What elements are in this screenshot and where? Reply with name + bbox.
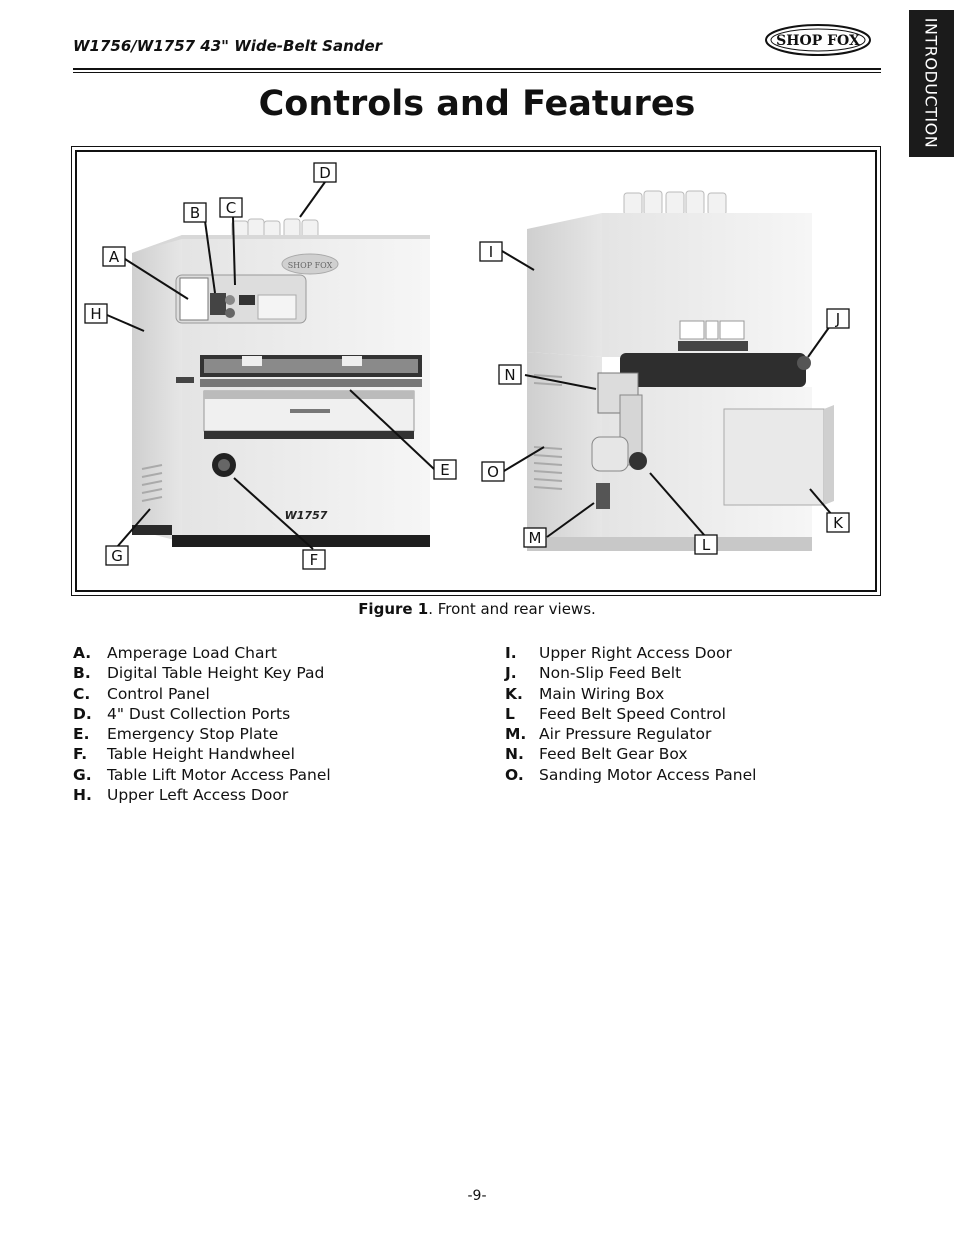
legend-letter: F. bbox=[73, 745, 88, 764]
legend-text: Feed Belt Speed Control bbox=[539, 704, 726, 723]
figure-inner-border bbox=[75, 150, 877, 592]
legend-text: Table Height Handwheel bbox=[107, 745, 295, 764]
svg-text:I: I bbox=[489, 243, 493, 261]
svg-text:SHOP FOX: SHOP FOX bbox=[776, 33, 860, 49]
legend-item: D. 4" Dust Collection Ports bbox=[73, 704, 331, 724]
legend-text: Upper Right Access Door bbox=[539, 644, 732, 662]
page-heading: Controls and Features bbox=[258, 84, 696, 124]
legend-text: Sanding Motor Access Panel bbox=[539, 765, 757, 784]
legend-text: Non-Slip Feed Belt bbox=[539, 664, 682, 683]
svg-text:F: F bbox=[310, 551, 319, 569]
front-view-machine: SHOP FOX W1757 bbox=[132, 218, 430, 547]
figure-illustration: SHOP FOX W1757 bbox=[84, 162, 850, 570]
legend-letter: A. bbox=[73, 644, 92, 662]
legend-letter: M. bbox=[505, 725, 527, 744]
legend-letter: O. bbox=[505, 765, 524, 784]
legend-letter: G. bbox=[73, 765, 92, 784]
figure-caption: Figure 1. Front and rear views. bbox=[0, 600, 954, 618]
section-tab-label: INTRODUCTION bbox=[921, 17, 941, 149]
legend-item: H. Upper Left Access Door bbox=[73, 785, 331, 805]
callout-m: M bbox=[523, 527, 547, 548]
legend-list-right: I. Upper Right Access Door J. Non-Slip Fee… bbox=[505, 643, 756, 785]
legend-list-left: A. Amperage Load Chart B. Digital Table He… bbox=[73, 643, 331, 805]
legend-text: Amperage Load Chart bbox=[107, 644, 277, 662]
front-model-text: W1757 bbox=[285, 509, 328, 522]
legend-letter: K. bbox=[505, 684, 523, 703]
svg-text:N: N bbox=[504, 366, 515, 384]
legend-item: L Feed Belt Speed Control bbox=[505, 704, 756, 724]
section-tab: INTRODUCTION bbox=[909, 10, 954, 157]
legend-text: Upper Left Access Door bbox=[107, 786, 289, 805]
legend-letter: L bbox=[505, 704, 515, 723]
figure-frame: SHOP FOX W1757 bbox=[71, 146, 881, 596]
callout-g: G bbox=[105, 545, 129, 566]
legend-letter: B. bbox=[73, 664, 91, 683]
running-header-title: W1756/W1757 43" Wide-Belt Sander bbox=[73, 37, 383, 55]
svg-text:M: M bbox=[529, 529, 542, 547]
svg-text:G: G bbox=[111, 547, 123, 565]
legend-text: Feed Belt Gear Box bbox=[539, 745, 688, 764]
figure-caption-text: . Front and rear views. bbox=[428, 600, 596, 618]
svg-text:O: O bbox=[487, 463, 499, 481]
legend-item: I. Upper Right Access Door bbox=[505, 643, 756, 663]
svg-text:L: L bbox=[702, 536, 711, 554]
legend-letter: D. bbox=[73, 704, 92, 723]
svg-text:K: K bbox=[833, 514, 844, 532]
callout-n: N bbox=[498, 364, 522, 385]
svg-text:E: E bbox=[440, 461, 449, 479]
svg-text:A: A bbox=[109, 248, 120, 266]
callout-leaders bbox=[106, 181, 839, 550]
svg-text:J: J bbox=[835, 310, 840, 328]
header-rule-thin bbox=[73, 72, 881, 73]
legend-letter: J. bbox=[505, 664, 517, 683]
svg-text:D: D bbox=[319, 164, 331, 182]
legend-text: Table Lift Motor Access Panel bbox=[107, 765, 331, 784]
header-rule-thick bbox=[73, 68, 881, 70]
callout-f: F bbox=[302, 549, 326, 570]
callout-a: A bbox=[102, 246, 126, 267]
legend-letter: H. bbox=[73, 786, 92, 805]
callout-e: E bbox=[433, 459, 457, 480]
callout-k: K bbox=[826, 512, 850, 533]
legend-item: B. Digital Table Height Key Pad bbox=[73, 663, 331, 683]
legend-item: F. Table Height Handwheel bbox=[73, 744, 331, 764]
legend-text: Emergency Stop Plate bbox=[107, 725, 279, 744]
shop-fox-logo: SHOP FOX bbox=[765, 24, 871, 56]
legend-item: E. Emergency Stop Plate bbox=[73, 724, 331, 744]
legend-item: J. Non-Slip Feed Belt bbox=[505, 663, 756, 683]
legend-text: 4" Dust Collection Ports bbox=[107, 704, 291, 723]
callout-o: O bbox=[481, 461, 505, 482]
legend-text: Air Pressure Regulator bbox=[539, 725, 712, 744]
callout-d: D bbox=[313, 162, 337, 183]
svg-text:SHOP FOX: SHOP FOX bbox=[288, 261, 333, 270]
legend-text: Main Wiring Box bbox=[539, 684, 665, 703]
legend-letter: C. bbox=[73, 684, 91, 703]
svg-text:H: H bbox=[90, 305, 101, 323]
callout-c: C bbox=[219, 197, 243, 218]
legend-letter: I. bbox=[505, 644, 517, 662]
svg-text:B: B bbox=[190, 204, 200, 222]
callout-i: I bbox=[479, 241, 503, 262]
legend-item: N. Feed Belt Gear Box bbox=[505, 744, 756, 764]
rear-view-machine bbox=[527, 190, 834, 551]
legend-item: O. Sanding Motor Access Panel bbox=[505, 765, 756, 785]
legend-item: M. Air Pressure Regulator bbox=[505, 724, 756, 744]
callout-j: J bbox=[826, 308, 850, 329]
callout-b: B bbox=[183, 202, 207, 223]
figure-caption-label: Figure 1 bbox=[358, 600, 429, 618]
legend-item: A. Amperage Load Chart bbox=[73, 643, 331, 663]
legend-item: G. Table Lift Motor Access Panel bbox=[73, 765, 331, 785]
legend-letter: N. bbox=[505, 745, 524, 764]
legend-item: K. Main Wiring Box bbox=[505, 684, 756, 704]
svg-text:C: C bbox=[226, 199, 236, 217]
legend-text: Control Panel bbox=[107, 684, 210, 703]
callout-l: L bbox=[694, 534, 718, 555]
legend-letter: E. bbox=[73, 725, 90, 744]
legend-item: C. Control Panel bbox=[73, 684, 331, 704]
legend-text: Digital Table Height Key Pad bbox=[107, 664, 325, 683]
page-number: -9- bbox=[467, 1188, 487, 1204]
callout-h: H bbox=[84, 303, 108, 324]
